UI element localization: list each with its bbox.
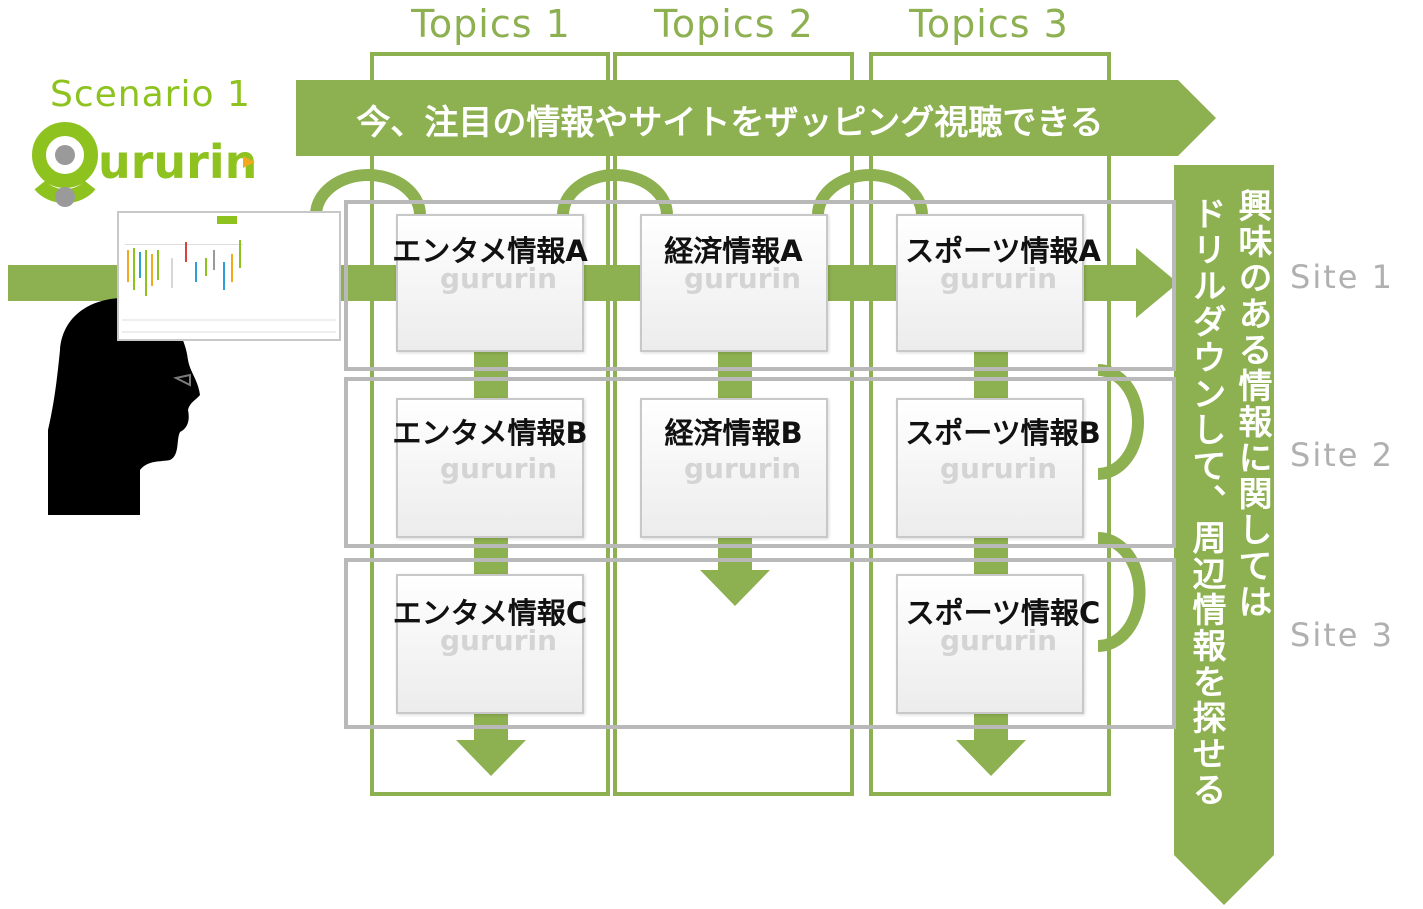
card-watermark: gururin: [940, 452, 1058, 485]
card-watermark: gururin: [940, 624, 1058, 657]
person-silhouette-icon: [48, 297, 200, 515]
drill-text-line1: 興味のある情報に関しては: [1232, 188, 1272, 620]
banner-arrow: [296, 80, 1216, 156]
card-watermark: gururin: [684, 452, 802, 485]
site3-label: Site 3: [1290, 616, 1394, 654]
card-watermark: gururin: [940, 262, 1058, 295]
card-label: スポーツ情報A: [905, 234, 1101, 268]
card-label: 経済情報A: [664, 234, 803, 268]
glasses-icon: [173, 373, 191, 387]
scenario-title: Scenario 1: [50, 74, 251, 115]
drill-text-line2: ドリルダウンして、周辺情報を探せる: [1186, 196, 1226, 808]
gururin-logo-icon: ururin: [32, 122, 257, 207]
card-topic1-a[interactable]: [396, 214, 584, 352]
card-label: 経済情報B: [664, 416, 803, 450]
card-label: エンタメ情報A: [392, 234, 588, 268]
card-watermark: gururin: [440, 624, 558, 657]
site3-row-frame: [344, 558, 1176, 729]
drill-down-arrow: [1174, 165, 1274, 905]
site1-row-frame: [344, 200, 1176, 371]
card-label: スポーツ情報B: [905, 416, 1101, 450]
site1-label: Site 1: [1290, 258, 1394, 296]
card-topic1-b[interactable]: [396, 398, 584, 538]
card-topic2-a[interactable]: [640, 214, 828, 352]
site2-row-frame: [344, 377, 1176, 548]
drill-arcs: [1097, 364, 1146, 652]
card-topic3-c[interactable]: [896, 574, 1084, 714]
topic2-column-frame: [613, 52, 854, 796]
site2-label: Site 2: [1290, 436, 1394, 474]
card-watermark: gururin: [440, 452, 558, 485]
topic3-title: Topics 3: [909, 2, 1069, 46]
card-label: スポーツ情報C: [905, 596, 1101, 630]
topic2-title: Topics 2: [654, 2, 814, 46]
card-label: エンタメ情報C: [392, 596, 588, 630]
card-watermark: gururin: [684, 262, 802, 295]
topic3-column-frame: [869, 52, 1111, 796]
card-topic2-b[interactable]: [640, 398, 828, 538]
topic1-title: Topics 1: [411, 2, 571, 46]
card-label: エンタメ情報B: [392, 416, 588, 450]
card-topic3-b[interactable]: [896, 398, 1084, 538]
topic1-column-frame: [370, 52, 610, 796]
card-topic3-a[interactable]: [896, 214, 1084, 352]
card-watermark: gururin: [440, 262, 558, 295]
screenshot-thumbnail: [117, 211, 341, 341]
svg-text:ururin: ururin: [98, 135, 257, 189]
card-topic1-c[interactable]: [396, 574, 584, 714]
banner-text: 今、注目の情報やサイトをザッピング視聴できる: [356, 103, 1104, 143]
